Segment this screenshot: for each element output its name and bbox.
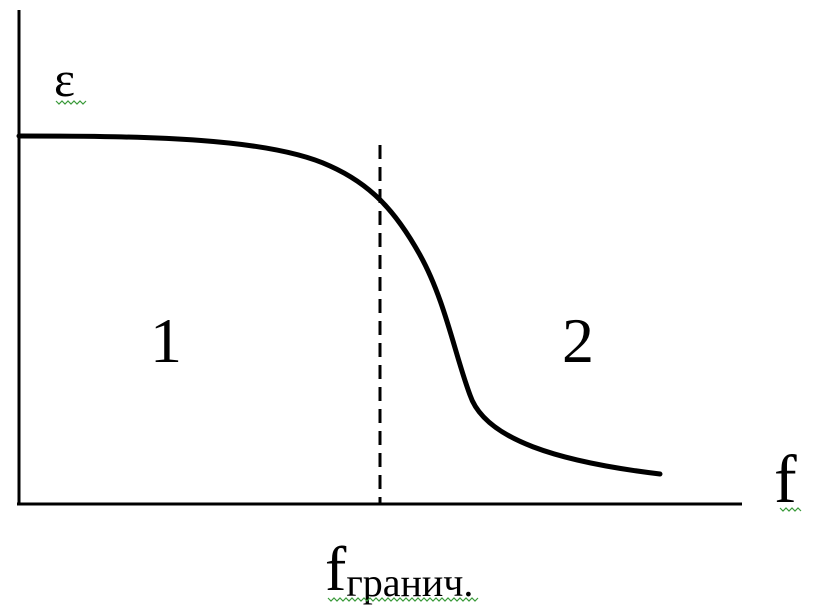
region-2-label: 2 <box>562 305 594 376</box>
spellcheck-underline <box>779 507 802 512</box>
y-axis-label: ε <box>54 51 75 107</box>
permittivity-curve <box>16 133 663 477</box>
boundary-label-subscript: гранич <box>346 560 463 605</box>
region-1-label: 1 <box>150 305 182 376</box>
boundary-label-main: f <box>325 533 347 604</box>
spellcheck-underline <box>327 597 479 602</box>
x-axis-label: f <box>774 441 797 517</box>
spellcheck-underline <box>55 100 87 105</box>
boundary-frequency-label: fгранич. <box>325 533 473 605</box>
boundary-label-suffix: . <box>463 560 473 605</box>
